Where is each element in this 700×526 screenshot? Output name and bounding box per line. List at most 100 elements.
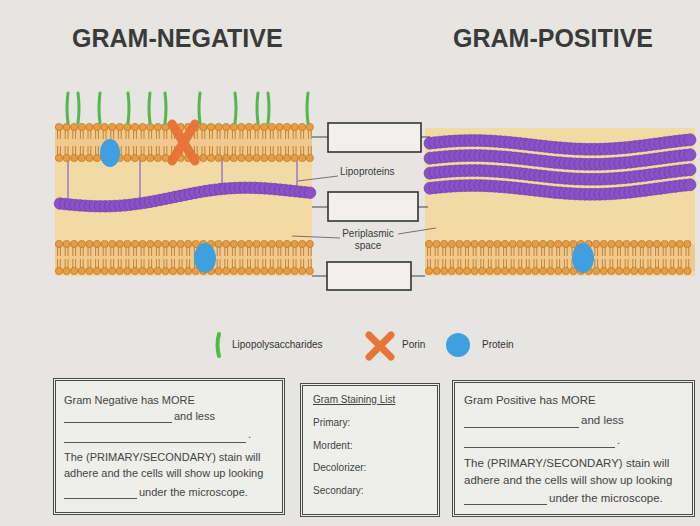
lipid-tail (632, 247, 633, 256)
lipid-tail (262, 247, 263, 256)
lipid-tail (242, 247, 243, 256)
lipid-tail (280, 130, 281, 139)
lipid-tail (460, 247, 461, 256)
lipid-tail (98, 146, 99, 155)
membrane-drawing (54, 93, 696, 276)
peptidoglycan-bead (304, 187, 316, 199)
lipid-tail (103, 259, 104, 268)
lipid-tail (90, 130, 91, 139)
lipid-tail (296, 130, 297, 139)
lipid-head (306, 123, 313, 130)
lipid-head (162, 267, 169, 274)
membrane-protein (194, 243, 216, 273)
phospholipid (154, 240, 161, 274)
phospholipid (253, 123, 260, 161)
lipid-head (63, 240, 70, 247)
lipid-tail (72, 130, 73, 139)
lipid-tail (128, 146, 129, 155)
phospholipid (268, 123, 275, 161)
lipid-tail (148, 146, 149, 155)
phospholipid (425, 240, 432, 274)
lipid-tail (663, 259, 664, 268)
lipid-head (441, 240, 448, 247)
answer-box (327, 262, 411, 290)
lipid-head (600, 267, 607, 274)
lipid-head (101, 240, 108, 247)
lipid-tail (164, 130, 165, 139)
lipid-tail (308, 130, 309, 139)
phospholipid (615, 240, 622, 274)
lipid-tail (90, 146, 91, 155)
lipid-head (185, 240, 192, 247)
lipid-head (600, 240, 607, 247)
lipid-tail (128, 247, 129, 256)
lipid-head (245, 267, 252, 274)
lipid-tail (311, 146, 312, 155)
phospholipid (661, 240, 668, 274)
lipid-head (154, 154, 161, 161)
lipid-tail (106, 130, 107, 139)
lipid-tail (144, 130, 145, 139)
lipid-tail (688, 259, 689, 268)
phospholipid (646, 240, 653, 274)
list-item: Secondary: (313, 485, 364, 497)
lipid-tail (491, 247, 492, 256)
lipid-tail (121, 130, 122, 139)
lipid-tail (75, 130, 76, 139)
phospholipid (238, 240, 245, 274)
lipid-head (638, 240, 645, 247)
lipid-tail (541, 247, 542, 256)
lipid-head (517, 240, 524, 247)
lipid-head (676, 240, 683, 247)
lipid-tail (488, 247, 489, 256)
lipid-tail (103, 130, 104, 139)
lipid-tail (224, 247, 225, 256)
phospholipid (147, 123, 154, 161)
lipid-tail (293, 130, 294, 139)
lipid-head (124, 123, 131, 130)
lipid-head (448, 240, 455, 247)
lipid-tail (278, 130, 279, 139)
lipid-head (631, 267, 638, 274)
peptidoglycan-layer (424, 179, 696, 201)
lipid-head (147, 154, 154, 161)
lipid-head (268, 267, 275, 274)
lipid-head (501, 240, 508, 247)
lipid-tail (141, 247, 142, 256)
phospholipid (162, 123, 169, 161)
lipid-tail (136, 259, 137, 268)
lipid-tail (308, 146, 309, 155)
phospholipid (215, 123, 222, 161)
lipid-tail (247, 259, 248, 268)
lipid-head (131, 267, 138, 274)
lipid-tail (217, 130, 218, 139)
lipid-tail (536, 247, 537, 256)
lipid-tail (98, 130, 99, 139)
lipid-tail (620, 247, 621, 256)
lipid-tail (255, 130, 256, 139)
lipid-tail (65, 130, 66, 139)
lipid-head (238, 267, 245, 274)
lipid-head (78, 267, 85, 274)
legend-label: Lipopolysaccharides (232, 339, 323, 351)
lipid-tail (308, 259, 309, 268)
lipid-tail (435, 247, 436, 256)
lipid-tail (628, 259, 629, 268)
answer-box (328, 123, 421, 152)
lipid-tail (156, 130, 157, 139)
phospholipid (501, 240, 508, 274)
lipid-tail (126, 130, 127, 139)
lipid-tail (473, 259, 474, 268)
phospholipid (283, 123, 290, 161)
lipid-tail (549, 259, 550, 268)
lipid-tail (521, 259, 522, 268)
lipid-tail (141, 259, 142, 268)
phospholipid (162, 240, 169, 274)
lipid-tail (280, 146, 281, 155)
lipid-tail (227, 130, 228, 139)
lipid-tail (556, 247, 557, 256)
lipid-head (299, 123, 306, 130)
lipid-tail (209, 146, 210, 155)
lipid-tail (106, 247, 107, 256)
phospholipid (177, 240, 184, 274)
